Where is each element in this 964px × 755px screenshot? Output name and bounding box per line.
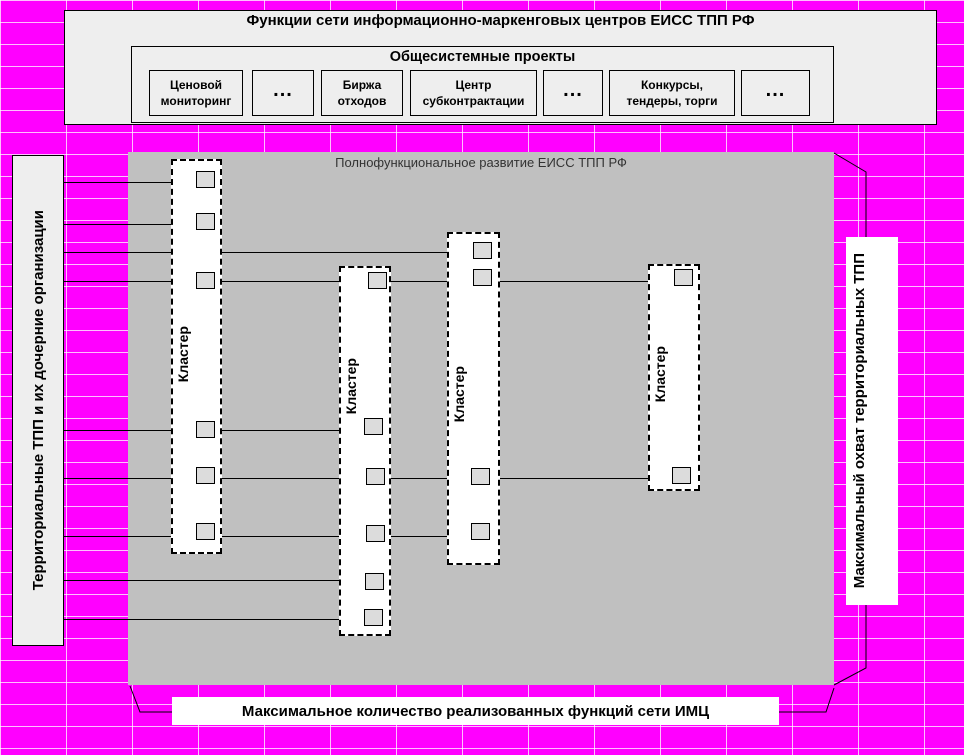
project-line: ...: [273, 79, 293, 101]
connection-line: [64, 619, 364, 620]
cluster-node: [473, 242, 492, 259]
left-label-box: Территориальные ТПП и их дочерние органи…: [12, 155, 64, 646]
project-waste-exchange: Биржа отходов: [321, 70, 403, 116]
cluster-label: Кластер: [175, 326, 191, 383]
cluster-node: [674, 269, 693, 286]
cluster-node: [368, 272, 387, 289]
connection-line: [64, 252, 474, 253]
project-line: ...: [563, 79, 583, 101]
cluster-node: [196, 467, 215, 484]
cluster-node: [364, 609, 383, 626]
project-price-monitoring: Ценовой мониторинг: [149, 70, 243, 116]
cluster-node: [366, 468, 385, 485]
connection-line: [64, 536, 474, 537]
project-line: субконтрактации: [422, 94, 525, 108]
project-line: Конкурсы,: [640, 78, 703, 92]
cluster-label: Кластер: [343, 358, 359, 415]
bottom-label: Максимальное количество реализованных фу…: [172, 697, 779, 725]
cluster-node: [196, 523, 215, 540]
project-tenders: Конкурсы, тендеры, торги: [609, 70, 735, 116]
cluster-node: [473, 269, 492, 286]
cluster-4: Кластер: [648, 264, 700, 491]
connection-line: [64, 580, 364, 581]
connection-line: [64, 224, 196, 225]
project-line: тендеры, торги: [626, 94, 718, 108]
project-line: ...: [765, 79, 786, 101]
cluster-node: [672, 467, 691, 484]
project-line: Ценовой: [169, 78, 223, 92]
cluster-node: [365, 573, 384, 590]
right-label: Максимальный охват территориальных ТПП: [851, 253, 868, 589]
project-more-3: ...: [741, 70, 810, 116]
functions-panel: Функции сети информационно-маркенговых ц…: [64, 10, 937, 125]
common-projects-title: Общесистемные проекты: [389, 49, 576, 65]
functions-title: Функции сети информационно-маркенговых ц…: [246, 12, 755, 29]
cluster-3: Кластер: [447, 232, 500, 565]
cluster-label: Кластер: [451, 366, 467, 423]
right-label-box: Максимальный охват территориальных ТПП: [846, 237, 898, 605]
project-line: Центр: [455, 78, 492, 92]
project-more-2: ...: [543, 70, 603, 116]
cluster-node: [366, 525, 385, 542]
project-line: отходов: [337, 94, 387, 108]
left-label: Территориальные ТПП и их дочерние органи…: [29, 210, 47, 591]
connection-line: [64, 182, 196, 183]
cluster-node: [196, 272, 215, 289]
project-line: мониторинг: [160, 94, 232, 108]
cluster-node: [196, 421, 215, 438]
cluster-label: Кластер: [652, 346, 668, 403]
project-line: Биржа: [342, 78, 382, 92]
cluster-node: [471, 523, 490, 540]
development-area-title: Полнофункциональное развитие ЕИСС ТПП РФ: [335, 155, 627, 170]
cluster-node: [196, 171, 215, 188]
cluster-node: [364, 418, 383, 435]
project-more-1: ...: [252, 70, 314, 116]
cluster-node: [471, 468, 490, 485]
project-subcontracting-center: Центр субконтрактации: [410, 70, 537, 116]
cluster-node: [196, 213, 215, 230]
